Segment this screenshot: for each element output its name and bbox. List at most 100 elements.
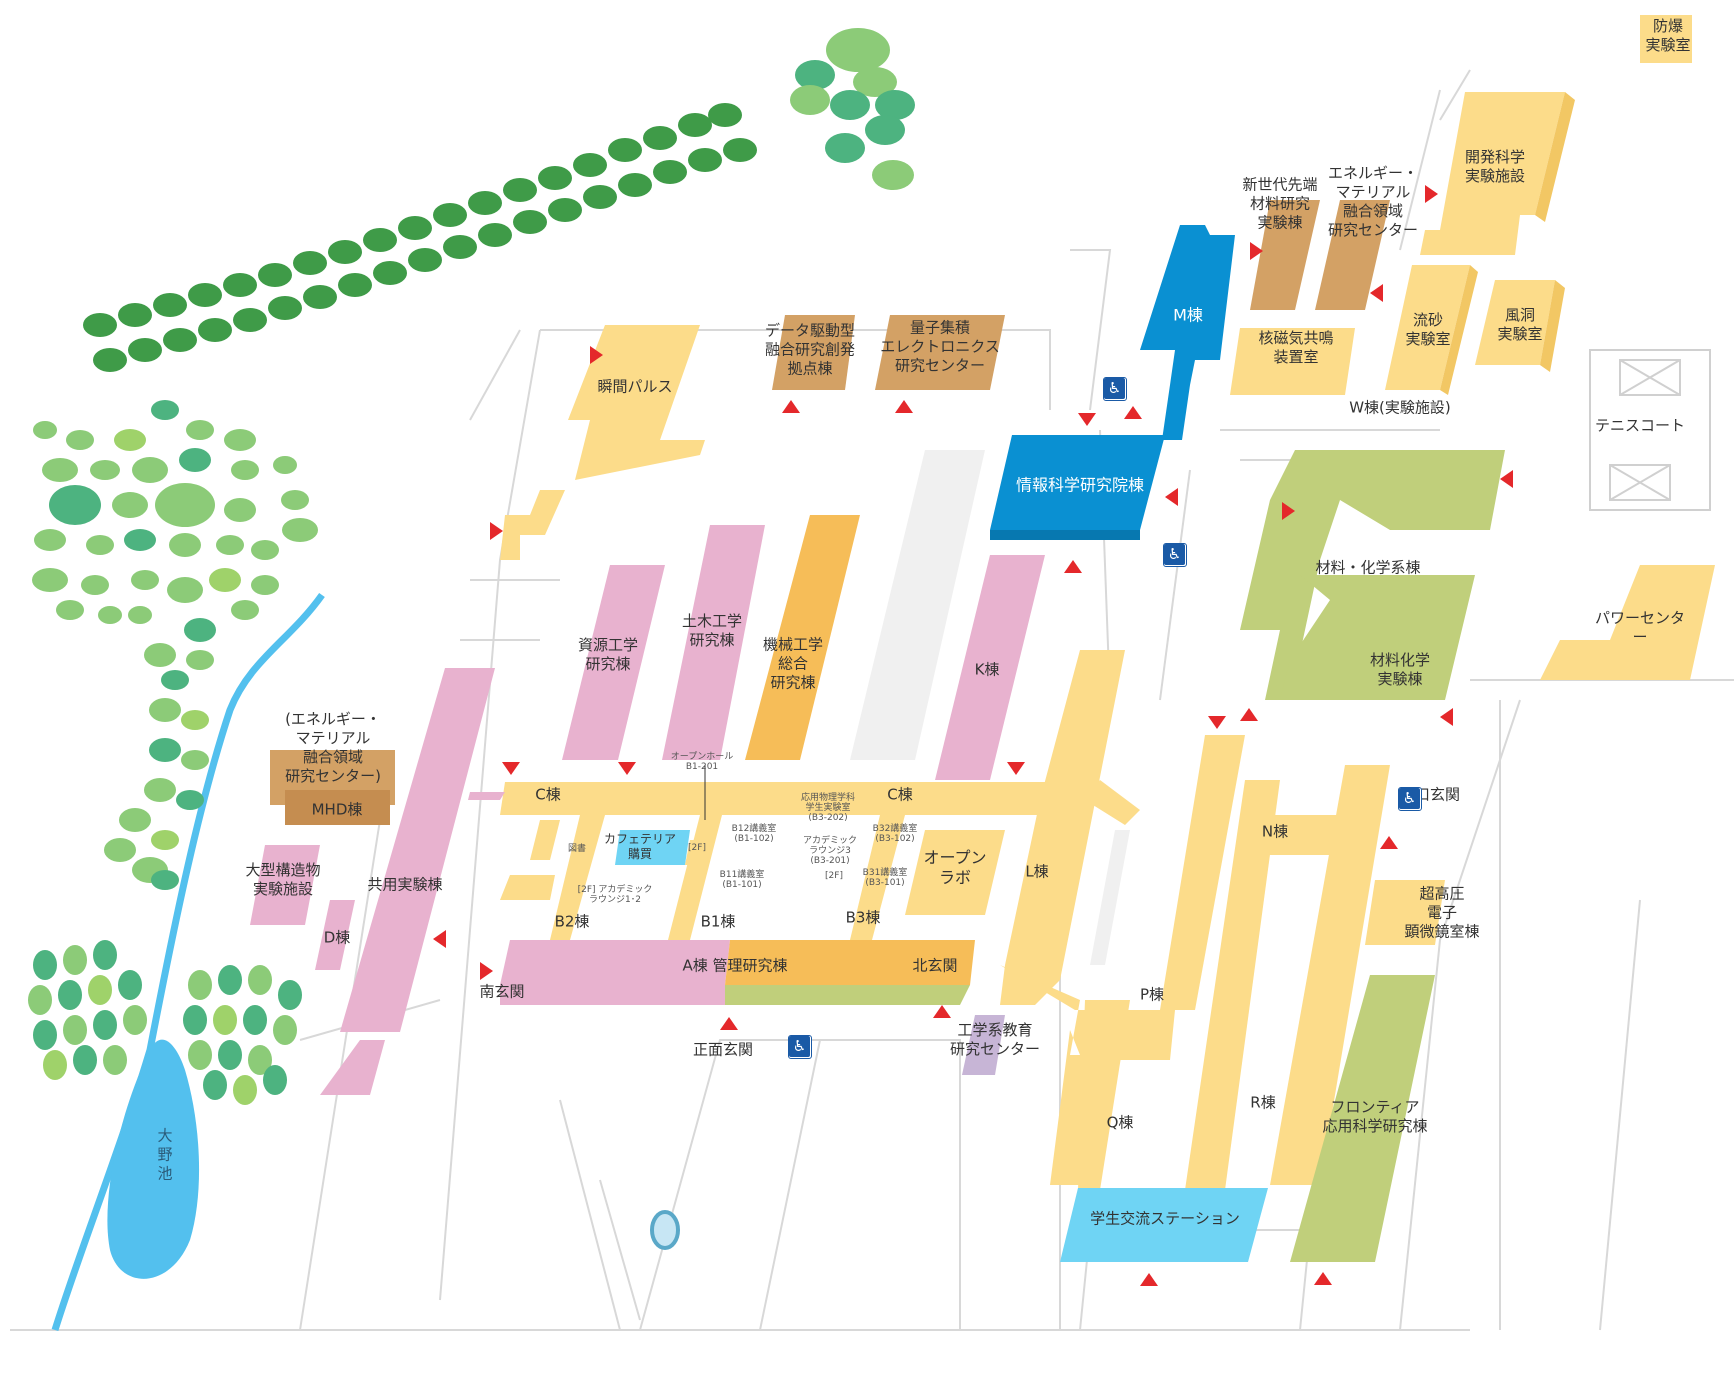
entrance-marker-icon[interactable] <box>1124 406 1142 419</box>
wheelchair-icon: ♿ <box>1163 543 1187 567</box>
building-gakusei[interactable] <box>1060 1188 1268 1262</box>
label-shigen: 資源工学 研究棟 <box>577 636 639 673</box>
building-chokoatsu[interactable] <box>1365 880 1445 945</box>
label-d: D棟 <box>323 928 351 947</box>
tree-cluster-north <box>790 28 915 190</box>
label-m: M棟 <box>1173 305 1203 325</box>
entrance-marker-icon[interactable] <box>1370 284 1383 302</box>
label-frontier: フロンティア 応用科学研究棟 <box>1322 1098 1428 1135</box>
entrance-marker-icon[interactable] <box>433 930 446 948</box>
building-open-lab[interactable] <box>905 830 1005 915</box>
cafeteria-block[interactable] <box>615 830 705 865</box>
entrance-marker-icon[interactable] <box>933 1005 951 1018</box>
label-c-west: C棟 <box>535 785 561 804</box>
label-kogakukei: 工学系教育 研究センター <box>949 1021 1041 1058</box>
label-ohno-ike: 大 野 池 <box>157 1126 173 1183</box>
label-k: K棟 <box>974 660 1000 679</box>
label-b3: B3棟 <box>845 908 881 927</box>
building-a[interactable] <box>500 940 975 1005</box>
entrance-marker-icon[interactable] <box>590 346 603 364</box>
building-mhd[interactable] <box>270 750 395 825</box>
label-shomen-genkan: 正面玄関 <box>692 1040 754 1059</box>
label-b31: B31講義室 (B3-101) <box>862 868 908 888</box>
building-q[interactable] <box>1078 1000 1130 1190</box>
building-d[interactable] <box>315 900 355 970</box>
label-energy-center: エネルギー・ マテリアル 融合領域 研究センター <box>1327 164 1419 239</box>
label-r: R棟 <box>1250 1093 1276 1112</box>
label-floor2-b: [2F] <box>825 871 843 881</box>
entrance-marker-icon[interactable] <box>1440 708 1453 726</box>
entrance-marker-icon[interactable] <box>502 762 520 775</box>
entrance-marker-icon[interactable] <box>1500 470 1513 488</box>
entrance-marker-icon[interactable] <box>1208 716 1226 729</box>
entrance-marker-icon[interactable] <box>1064 560 1082 573</box>
building-m[interactable] <box>1140 225 1235 440</box>
building-data-center[interactable] <box>772 315 855 390</box>
building-oogata[interactable] <box>250 845 320 925</box>
building-joho[interactable] <box>990 435 1165 540</box>
building-r[interactable] <box>1185 780 1280 1190</box>
entrance-marker-icon[interactable] <box>1165 488 1178 506</box>
label-n: N棟 <box>1261 822 1289 841</box>
building-ryoshi[interactable] <box>875 315 1005 390</box>
entrance-marker-icon[interactable] <box>1250 242 1263 260</box>
entrance-marker-icon[interactable] <box>1140 1273 1158 1286</box>
label-zairyo-jikken: 材料化学 実験棟 <box>1369 651 1431 688</box>
building-energy-center[interactable] <box>1315 200 1390 310</box>
label-bakuhatsu: 防爆 実験室 <box>1645 17 1691 54</box>
building-kikai[interactable] <box>745 515 860 760</box>
building-doboku[interactable] <box>662 525 765 760</box>
building-ryusa[interactable] <box>1385 265 1478 395</box>
label-mhd: MHD棟 <box>311 800 363 819</box>
entrance-marker-icon[interactable] <box>1314 1272 1332 1285</box>
label-kita-genkan: 北玄関 <box>912 956 958 975</box>
label-ryoshi: 量子集積 エレクトロニクス 研究センター <box>880 318 1000 375</box>
label-kyoyo: 共用実験棟 <box>367 875 443 894</box>
label-shunkan: 瞬間パルス <box>597 377 673 396</box>
building-kogakukei[interactable] <box>962 1015 1005 1075</box>
building-zairyo[interactable] <box>1240 450 1505 700</box>
label-kaihatsu: 開発科学 実験施設 <box>1464 148 1526 185</box>
entrance-marker-icon[interactable] <box>1240 708 1258 721</box>
entrance-marker-icon[interactable] <box>480 962 493 980</box>
building-frontier[interactable] <box>1290 975 1435 1262</box>
entrance-marker-icon[interactable] <box>490 522 503 540</box>
entrance-marker-icon[interactable] <box>782 400 800 413</box>
entrance-marker-icon[interactable] <box>1078 413 1096 426</box>
entrance-marker-icon[interactable] <box>618 762 636 775</box>
label-data-center: データ駆動型 融合研究創発 拠点棟 <box>764 321 856 378</box>
building-kaihatsu[interactable] <box>1420 92 1575 255</box>
label-power: パワーセンター <box>1594 609 1685 646</box>
tree-rows <box>83 103 757 372</box>
tree-cluster-west <box>32 400 318 890</box>
entrance-marker-icon[interactable] <box>1425 185 1438 203</box>
building-bakuhatsu[interactable] <box>1640 15 1692 63</box>
building-b-wings[interactable] <box>500 815 905 940</box>
building-l[interactable] <box>1000 650 1140 1005</box>
label-p: P棟 <box>1139 985 1165 1004</box>
label-academic12: [2F] アカデミック ラウンジ1･2 <box>577 885 653 905</box>
entrance-marker-icon[interactable] <box>1282 502 1295 520</box>
building-power[interactable] <box>1540 565 1715 680</box>
label-oyo-butsuri: 応用物理学科 学生実験室 (B3-202) <box>800 793 856 823</box>
label-b12: B12講義室 (B1-102) <box>731 824 777 844</box>
label-q: Q棟 <box>1106 1113 1134 1132</box>
entrance-marker-icon[interactable] <box>720 1017 738 1030</box>
wheelchair-icon: ♿ <box>1398 787 1422 811</box>
building-kakujiki[interactable] <box>1230 328 1355 395</box>
building-shigen[interactable] <box>562 565 665 760</box>
building-shinsedai[interactable] <box>1250 200 1320 310</box>
building-kyoyo[interactable] <box>320 668 495 1095</box>
building-k[interactable] <box>935 555 1045 780</box>
entrance-marker-icon[interactable] <box>895 400 913 413</box>
building-c[interactable] <box>468 782 1100 815</box>
entrance-marker-icon[interactable] <box>1380 836 1398 849</box>
label-chokoatsu: 超高圧 電子 顕微鏡室棟 <box>1404 884 1480 941</box>
label-floor2-a: [2F] <box>688 843 706 853</box>
building-fudo[interactable] <box>1475 280 1565 372</box>
river <box>51 592 325 1332</box>
label-tennis: テニスコート <box>1594 416 1686 435</box>
label-b1: B1棟 <box>700 912 736 931</box>
entrance-marker-icon[interactable] <box>1007 762 1025 775</box>
label-doboku: 土木工学 研究棟 <box>681 612 743 649</box>
